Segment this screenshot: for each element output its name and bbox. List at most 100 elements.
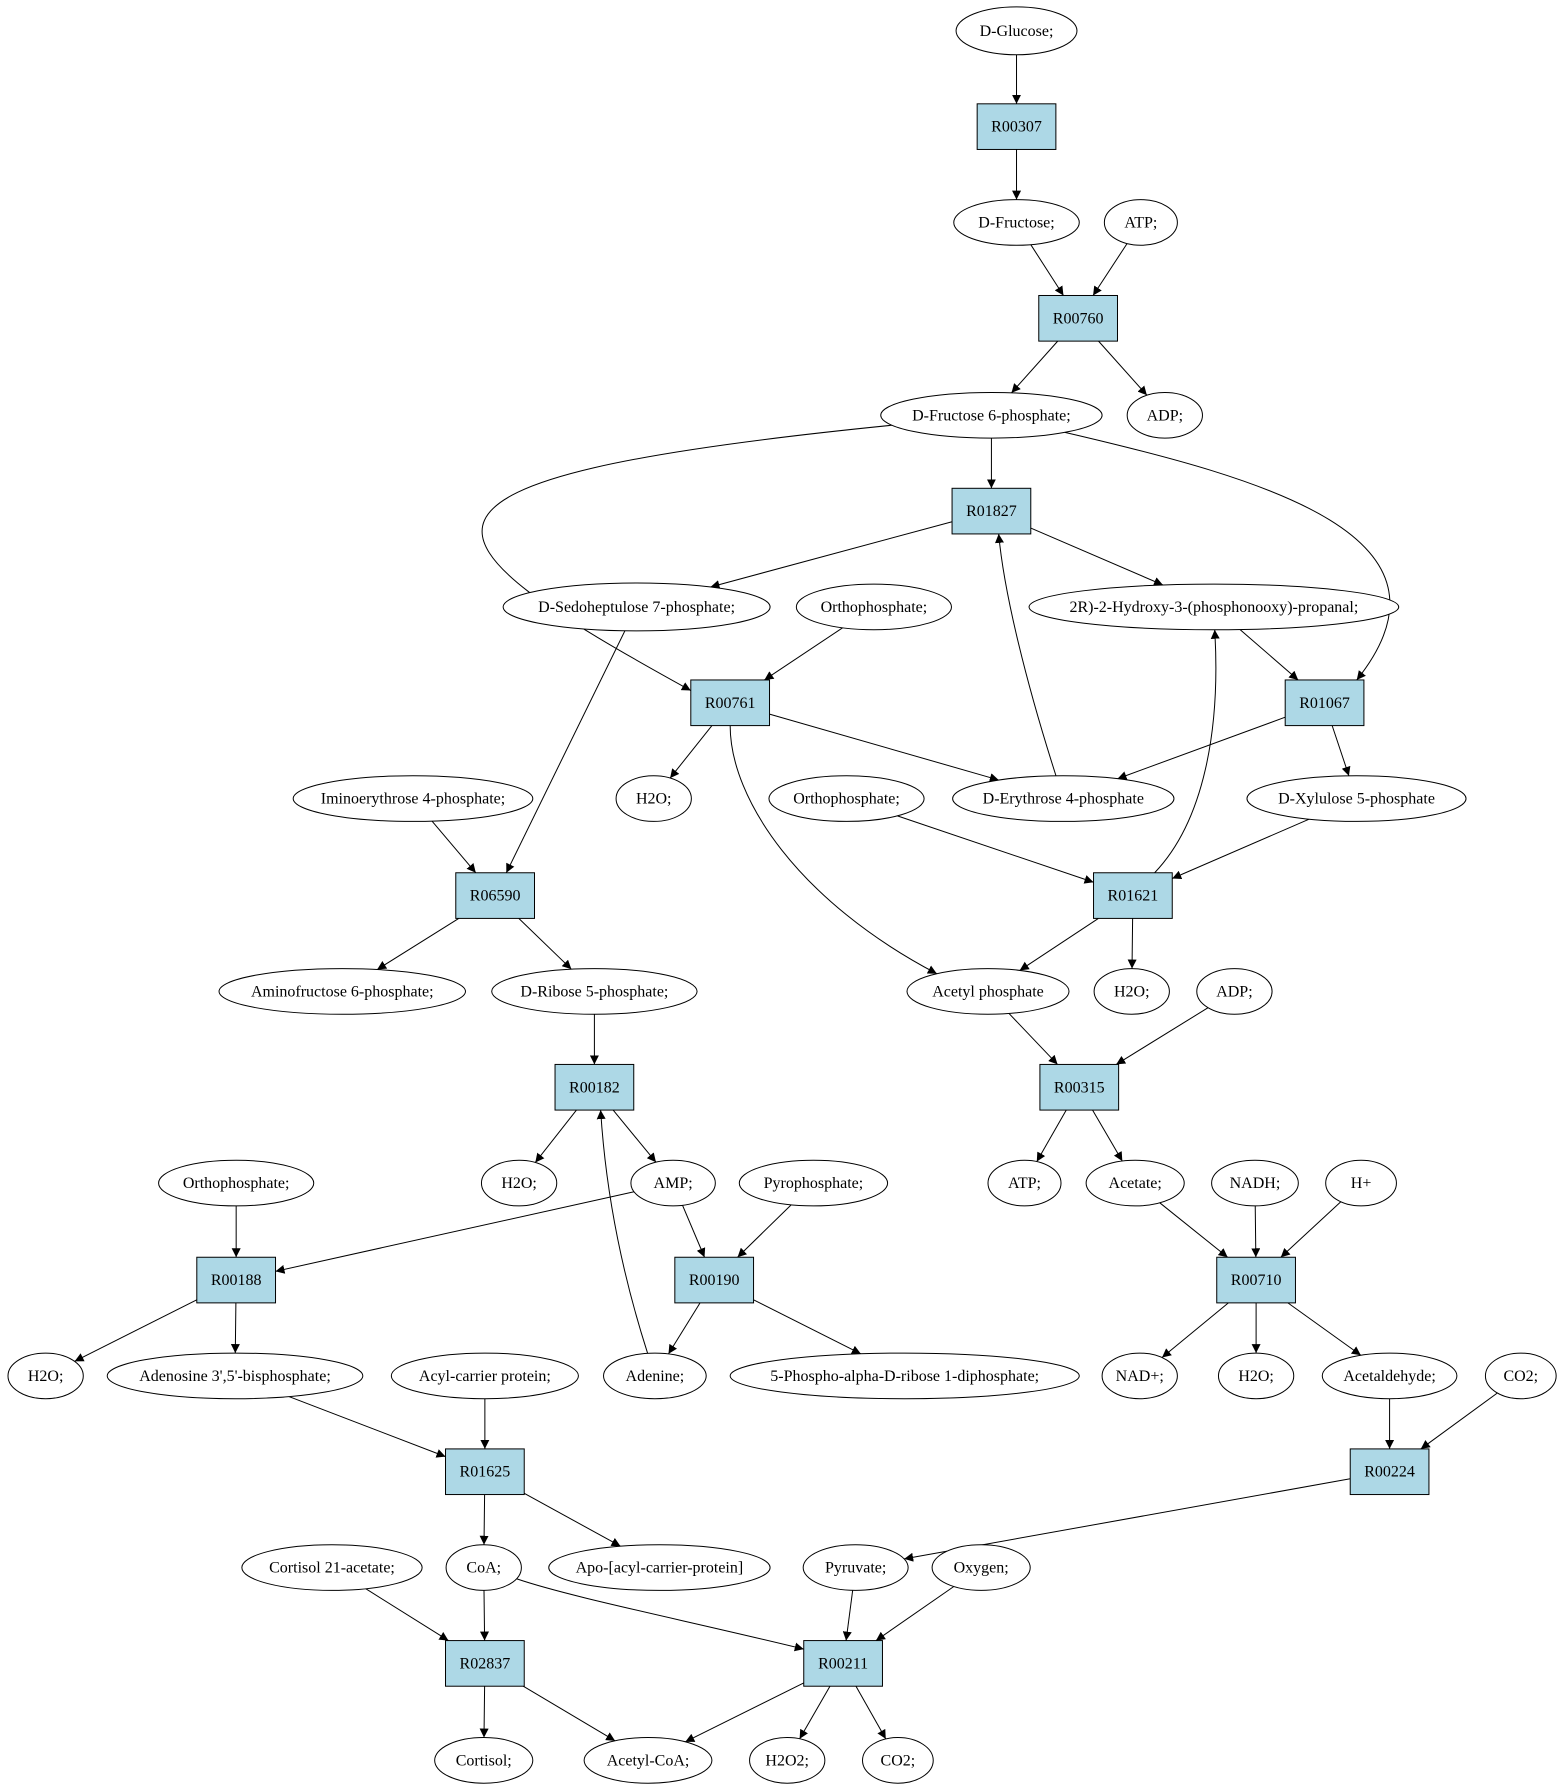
edge-R01067-to-e4p xyxy=(1117,716,1286,780)
compound-node-adp1: ADP; xyxy=(1126,391,1203,439)
compound-node-e4p: D-Erythrose 4-phosphate xyxy=(952,775,1175,822)
compound-node-h2o3: H2O; xyxy=(480,1159,558,1207)
node-label: R00224 xyxy=(1364,1464,1415,1481)
compound-ellipse xyxy=(1321,1352,1458,1400)
compound-ellipse xyxy=(749,1737,826,1784)
node-label: Pyruvate; xyxy=(825,1560,886,1577)
compound-node-atp1: ATP; xyxy=(1103,199,1178,246)
node-label: Orthophosphate; xyxy=(183,1175,290,1192)
reaction-node-R02837: R02837 xyxy=(445,1640,525,1687)
compound-node-adenine: Adenine; xyxy=(603,1352,707,1400)
node-label: Acetaldehyde; xyxy=(1343,1368,1435,1385)
compound-ellipse xyxy=(1126,391,1203,439)
reaction-box xyxy=(445,1448,525,1496)
compound-ellipse xyxy=(1196,968,1273,1015)
node-label: H2O; xyxy=(1238,1368,1274,1385)
reaction-node-R00710: R00710 xyxy=(1216,1256,1296,1304)
edge-R01625-to-coa xyxy=(479,1494,489,1545)
reaction-box xyxy=(1216,1256,1296,1304)
edge-R00211-to-h2o2b xyxy=(799,1685,831,1740)
compound-node-glucose: D-Glucose; xyxy=(955,6,1078,56)
node-label: Oxygen; xyxy=(954,1560,1009,1577)
compound-ellipse xyxy=(7,1352,84,1400)
compound-node-pyruvate: Pyruvate; xyxy=(802,1544,909,1591)
node-label: Cortisol 21-acetate; xyxy=(269,1560,395,1577)
compound-node-acetate: Acetate; xyxy=(1085,1159,1185,1207)
reaction-node-R00760: R00760 xyxy=(1038,294,1118,342)
compound-node-amino: Aminofructose 6-phosphate; xyxy=(218,968,466,1015)
edge-R00188-to-h2o4 xyxy=(74,1299,198,1362)
compound-node-amp: AMP; xyxy=(630,1159,716,1207)
edge-R00761-to-h2o1 xyxy=(669,725,713,779)
reaction-node-R01625: R01625 xyxy=(445,1448,525,1496)
reaction-node-R00182: R00182 xyxy=(554,1063,635,1111)
node-label: R02837 xyxy=(460,1655,511,1672)
reaction-box xyxy=(976,103,1057,150)
edge-R02837-to-cortisol xyxy=(479,1686,489,1738)
compound-ellipse xyxy=(1211,1159,1299,1207)
node-label: CO2; xyxy=(1503,1368,1538,1385)
node-label: Apo-[acyl-carrier-protein] xyxy=(576,1560,744,1577)
edge-R00190-to-adenine xyxy=(668,1302,701,1355)
edge-acp-to-R00315 xyxy=(1008,1013,1058,1065)
node-label: ATP; xyxy=(1008,1175,1041,1192)
node-label: R00188 xyxy=(211,1272,262,1289)
compound-ellipse xyxy=(158,1159,315,1207)
compound-ellipse xyxy=(434,1737,534,1784)
compound-node-ppi: Pyrophosphate; xyxy=(738,1159,889,1207)
compound-ellipse xyxy=(615,775,692,822)
edge-R00211-to-co2b xyxy=(855,1685,887,1740)
edge-hplus-to-R00710 xyxy=(1280,1201,1342,1258)
node-label: D-Sedoheptulose 7-phosphate; xyxy=(538,599,735,616)
nodes-layer: D-Glucose;R00307D-Fructose;ATP;R00760D-F… xyxy=(7,6,1557,1784)
compound-ellipse xyxy=(445,1544,522,1591)
reaction-box xyxy=(690,679,771,727)
node-label: H2O2; xyxy=(765,1752,809,1769)
reaction-node-R01067: R01067 xyxy=(1284,679,1365,727)
edge-R00182-to-amp xyxy=(612,1109,657,1163)
node-label: R01625 xyxy=(460,1464,511,1481)
edge-R00710-to-nad xyxy=(1161,1302,1229,1358)
node-label: NAD+; xyxy=(1116,1368,1164,1385)
edge-R02837-to-acetylcoa xyxy=(523,1685,616,1742)
compound-node-pi3: Orthophosphate; xyxy=(158,1159,315,1207)
node-label: Acetyl-CoA; xyxy=(607,1752,690,1769)
edge-R00182-to-h2o3 xyxy=(534,1109,577,1163)
edge-R06590-to-amino xyxy=(376,917,460,970)
edge-R01621-to-g3p xyxy=(1154,629,1220,874)
reaction-box xyxy=(1349,1448,1430,1496)
edge-R00315-to-atp2 xyxy=(1036,1109,1067,1162)
node-label: D-Fructose; xyxy=(978,214,1054,231)
reaction-box xyxy=(455,872,536,919)
compound-node-acylcp: Acyl-carrier protein; xyxy=(390,1352,579,1400)
compound-ellipse xyxy=(987,1159,1062,1207)
edge-R00188-to-pap xyxy=(230,1302,240,1354)
compound-ellipse xyxy=(480,1159,558,1207)
edge-R00760-to-adp1 xyxy=(1098,340,1148,396)
node-label: Orthophosphate; xyxy=(793,791,900,808)
compound-ellipse xyxy=(1093,968,1170,1015)
compound-ellipse xyxy=(952,775,1175,822)
edge-pi1-to-R00761 xyxy=(764,627,843,681)
edge-R00190-to-prpp xyxy=(753,1299,862,1355)
node-label: D-Xylulose 5-phosphate xyxy=(1278,791,1435,808)
compound-ellipse xyxy=(1085,1159,1185,1207)
node-label: R00315 xyxy=(1054,1079,1105,1096)
compound-node-h2o2b: H2O2; xyxy=(749,1737,826,1784)
reaction-node-R06590: R06590 xyxy=(455,872,536,919)
edges-layer xyxy=(74,54,1498,1743)
edge-pap-to-R01625 xyxy=(288,1396,446,1458)
compound-ellipse xyxy=(583,1737,713,1784)
reaction-box xyxy=(1284,679,1365,727)
edge-g3p-to-R01067 xyxy=(1239,629,1299,681)
compound-ellipse xyxy=(390,1352,579,1400)
node-label: Cortisol; xyxy=(456,1752,512,1769)
edge-R01621-to-acp xyxy=(1019,917,1099,971)
edge-e4p-to-R01827 xyxy=(995,533,1057,776)
node-label: Adenine; xyxy=(626,1368,685,1385)
compound-node-h2o4: H2O; xyxy=(7,1352,84,1400)
node-label: H2O; xyxy=(28,1368,64,1385)
reaction-box xyxy=(1039,1063,1120,1111)
edge-pi2-to-R01621 xyxy=(897,815,1094,884)
